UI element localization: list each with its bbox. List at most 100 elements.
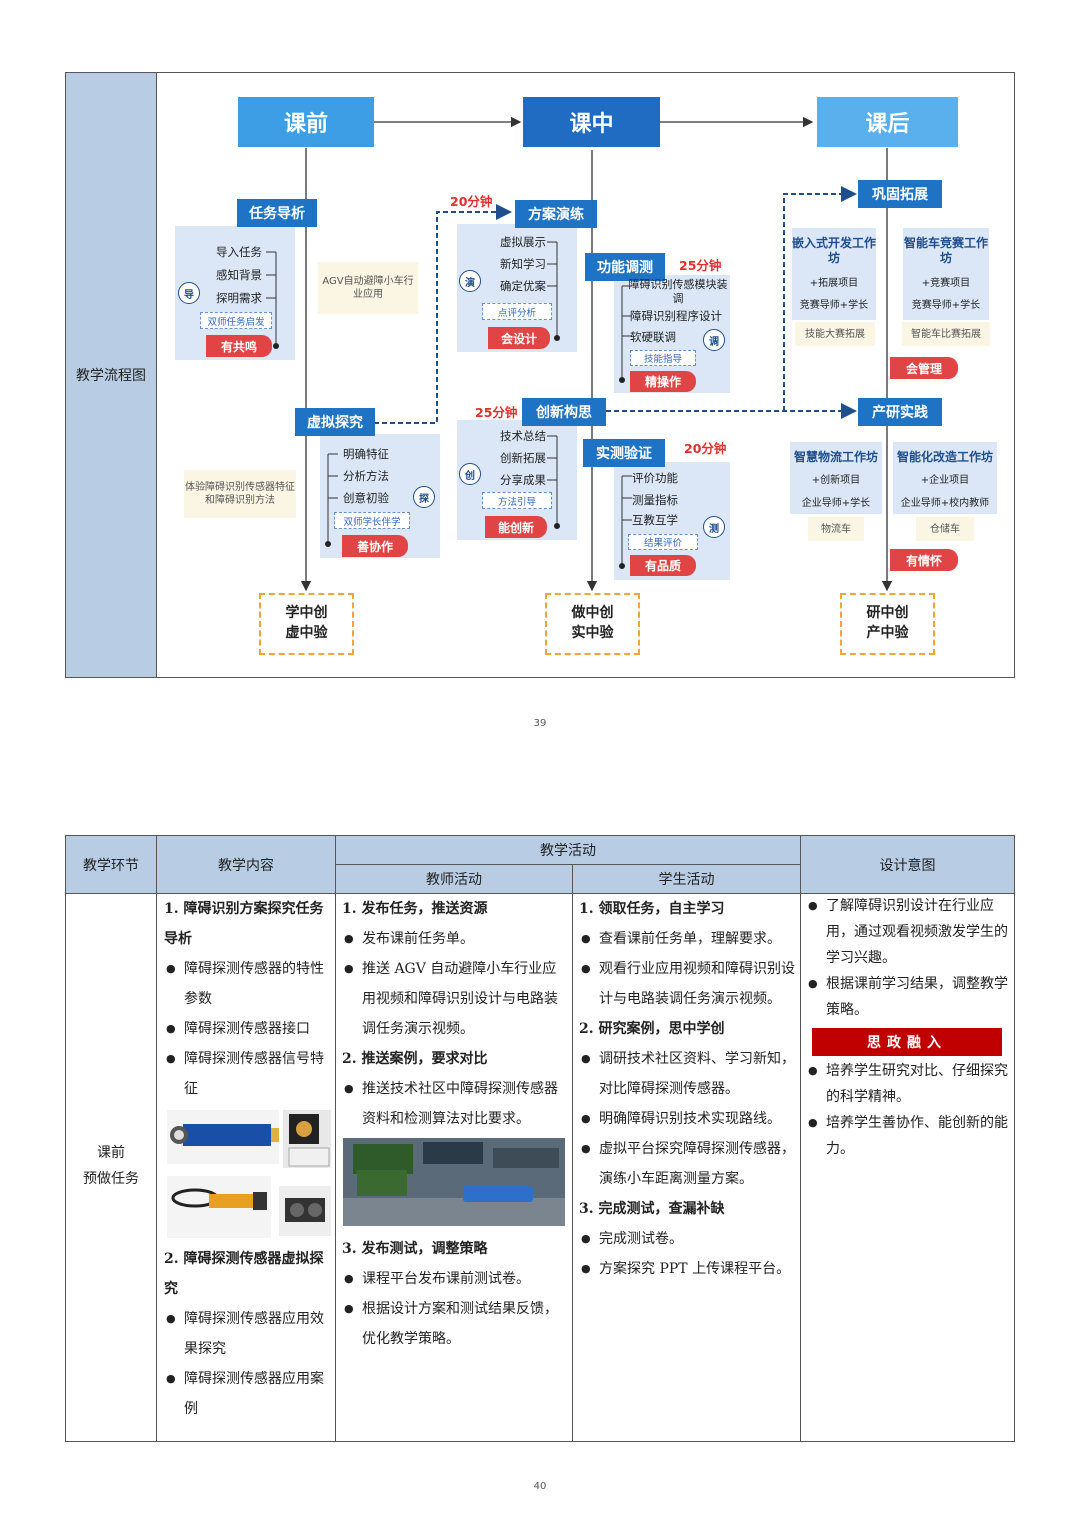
innov-item-1: 技术总结: [500, 429, 546, 443]
card-smartcar-title: 智能车竞赛工作坊: [903, 236, 988, 265]
col-line-2: [335, 894, 336, 1442]
design-bullet-1: 了解障碍识别设计在行业应用，通过观看视频激发学生的学习兴趣。: [806, 893, 1008, 971]
task-item-1: 导入任务: [216, 245, 262, 259]
teacher-bullet-4: 课程平台发布课前测试卷。: [342, 1264, 568, 1294]
task-dashed-tag: 双师任务启发: [200, 312, 272, 329]
card-logistics-line-1: +创新项目: [811, 475, 861, 486]
plan-item-1: 虚拟展示: [500, 235, 546, 249]
post-red-tag-2: 有情怀: [890, 549, 958, 571]
flow-frame: [65, 72, 1015, 678]
pre-note-agv: AGV自动避障小车行业应用: [318, 262, 418, 314]
student-bullet-3: 调研技术社区资料、学习新知，对比障碍探测传感器。: [579, 1044, 795, 1104]
drill-circle-icon: 演: [459, 270, 481, 292]
create-circle-icon: 创: [459, 463, 481, 485]
func-bracket: [619, 285, 632, 383]
student-bullet-7: 方案探究 PPT 上传课程平台。: [579, 1254, 795, 1284]
func-item-2: 障碍识别程序设计: [630, 309, 722, 323]
mid-time-1: 20分钟: [450, 194, 493, 209]
card-smartmod-note: 仓储车: [916, 517, 974, 541]
ideology-red-bar: 思政融入: [812, 1028, 1002, 1056]
th-stage: 教学环节: [66, 836, 157, 894]
col-line-3: [572, 894, 573, 1442]
content-bullet-5: 障碍探测传感器应用案例: [164, 1364, 330, 1424]
card-smartcar-line-2: 竞赛导师+学长: [911, 300, 981, 311]
card-embedded-line-2: 竞赛导师+学长: [799, 300, 869, 311]
design-cell-top: 了解障碍识别设计在行业应用，通过观看视频激发学生的学习兴趣。 根据课前学习结果，…: [806, 893, 1008, 1023]
content-bullet-3: 障碍探测传感器信号特征: [164, 1044, 330, 1104]
card-embedded-title: 嵌入式开发工作坊: [792, 236, 877, 265]
card-smartmod: 智能化改造工作坊 +企业项目 企业导师+校内教师: [893, 442, 997, 514]
mid-time-4: 20分钟: [684, 441, 727, 456]
student-bullet-4: 明确障碍识别技术实现路线。: [579, 1104, 795, 1134]
task-analysis-title: 任务导析: [237, 199, 317, 227]
phase-post-header: 课后: [817, 97, 958, 147]
innov-dashed-tag: 方法引导: [482, 492, 552, 509]
content-bullet-2: 障碍探测传感器接口: [164, 1014, 330, 1044]
student-bullet-1: 查看课前任务单，理解要求。: [579, 924, 795, 954]
virtual-item-3: 创意初验: [343, 491, 389, 505]
stage-label-line-2: 预做任务: [83, 1171, 139, 1187]
th-activity: 教学活动: [336, 836, 801, 865]
card-logistics-note: 物流车: [808, 517, 864, 541]
test-title: 实测验证: [583, 439, 665, 467]
card-smartcar-note: 智能车比赛拓展: [902, 322, 990, 346]
student-bullet-5: 虚拟平台探究障碍探测传感器，演练小车距离测量方案。: [579, 1134, 795, 1194]
student-bullet-2: 观看行业应用视频和障碍识别设计与电路装调任务演示视频。: [579, 954, 795, 1014]
card-smartmod-line-1: +企业项目: [920, 475, 970, 486]
card-smartmod-title: 智能化改造工作坊: [896, 450, 993, 464]
plan-item-3: 确定优案: [500, 279, 546, 293]
consolidate-title: 巩固拓展: [858, 180, 942, 208]
debug-circle-icon: 调: [703, 329, 725, 351]
teacher-heading-3: 3. 发布测试，调整策略: [342, 1241, 488, 1257]
student-cell: 1. 领取任务，自主学习 查看课前任务单，理解要求。 观看行业应用视频和障碍识别…: [579, 894, 795, 1284]
card-smartcar-line-1: +竞赛项目: [921, 278, 971, 289]
design-bullet-2: 根据课前学习结果，调整教学策略。: [806, 971, 1008, 1023]
lesson-table: [65, 835, 1015, 1442]
student-heading-3: 3. 完成测试，查漏补缺: [579, 1201, 725, 1217]
innov-title: 创新构思: [522, 398, 606, 426]
student-heading-1: 1. 领取任务，自主学习: [579, 901, 725, 917]
th-content: 教学内容: [157, 836, 336, 894]
flow-side-label-text: 教学流程图: [76, 368, 146, 384]
func-item-3: 软硬联调: [630, 330, 676, 344]
task-item-2: 感知背景: [216, 268, 262, 282]
test-item-2: 测量指标: [632, 493, 678, 507]
teacher-bullet-5: 根据设计方案和测试结果反馈，优化教学策略。: [342, 1294, 568, 1354]
design-bullet-4: 培养学生善协作、能创新的能力。: [806, 1110, 1008, 1162]
col-line-1: [156, 894, 157, 1442]
task-red-tag: 有共鸣: [206, 335, 272, 357]
mid-time-3: 25分钟: [475, 405, 518, 420]
card-logistics-line-2: 企业导师+学长: [801, 498, 871, 509]
mid-outcome-line-1: 做中创: [571, 605, 614, 622]
func-red-tag: 精操作: [630, 371, 696, 392]
virtual-title: 虚拟探究: [295, 408, 375, 436]
plan-bracket: [547, 241, 560, 341]
post-outcome-line-1: 研中创: [866, 605, 909, 622]
card-logistics-title: 智慧物流工作坊: [793, 450, 878, 464]
content-bullet-1: 障碍探测传感器的特性参数: [164, 954, 330, 1014]
teacher-heading-2: 2. 推送案例，要求对比: [342, 1051, 488, 1067]
pre-note-sensor: 体验障碍识别传感器特征和障碍识别方法: [184, 470, 296, 518]
teacher-cell-bottom: 3. 发布测试，调整策略 课程平台发布课前测试卷。 根据设计方案和测试结果反馈，…: [342, 1234, 568, 1354]
plan-red-tag: 会设计: [488, 327, 550, 349]
sensor-images: [167, 1110, 331, 1238]
card-smartmod-line-2: 企业导师+校内教师: [900, 498, 990, 509]
stage-label-line-1: 课前: [97, 1145, 125, 1161]
func-dashed-tag: 技能指导: [630, 350, 696, 366]
card-embedded-note: 技能大赛拓展: [795, 322, 875, 346]
stage-label: 课前 预做任务: [66, 1140, 156, 1192]
plan-item-2: 新知学习: [500, 257, 546, 271]
card-embedded: 嵌入式开发工作坊 +拓展项目 竞赛导师+学长: [792, 228, 876, 320]
virtual-bracket: [325, 453, 338, 547]
virtual-red-tag: 善协作: [342, 535, 408, 557]
content-heading-1: 1. 障碍识别方案探究任务导析: [164, 901, 324, 947]
card-embedded-line-1: +拓展项目: [809, 278, 859, 289]
teacher-bullet-3: 推送技术社区中障碍探测传感器资料和检测算法对比要求。: [342, 1074, 568, 1134]
virtual-item-2: 分析方法: [343, 469, 389, 483]
innov-item-2: 创新拓展: [500, 451, 546, 465]
explore-circle-icon: 探: [413, 486, 435, 508]
virtual-item-1: 明确特征: [343, 447, 389, 461]
test-dashed-tag: 结果评价: [628, 534, 698, 550]
content-heading-2: 2. 障碍探测传感器虚拟探究: [164, 1251, 324, 1297]
plan-title: 方案演练: [515, 200, 597, 228]
